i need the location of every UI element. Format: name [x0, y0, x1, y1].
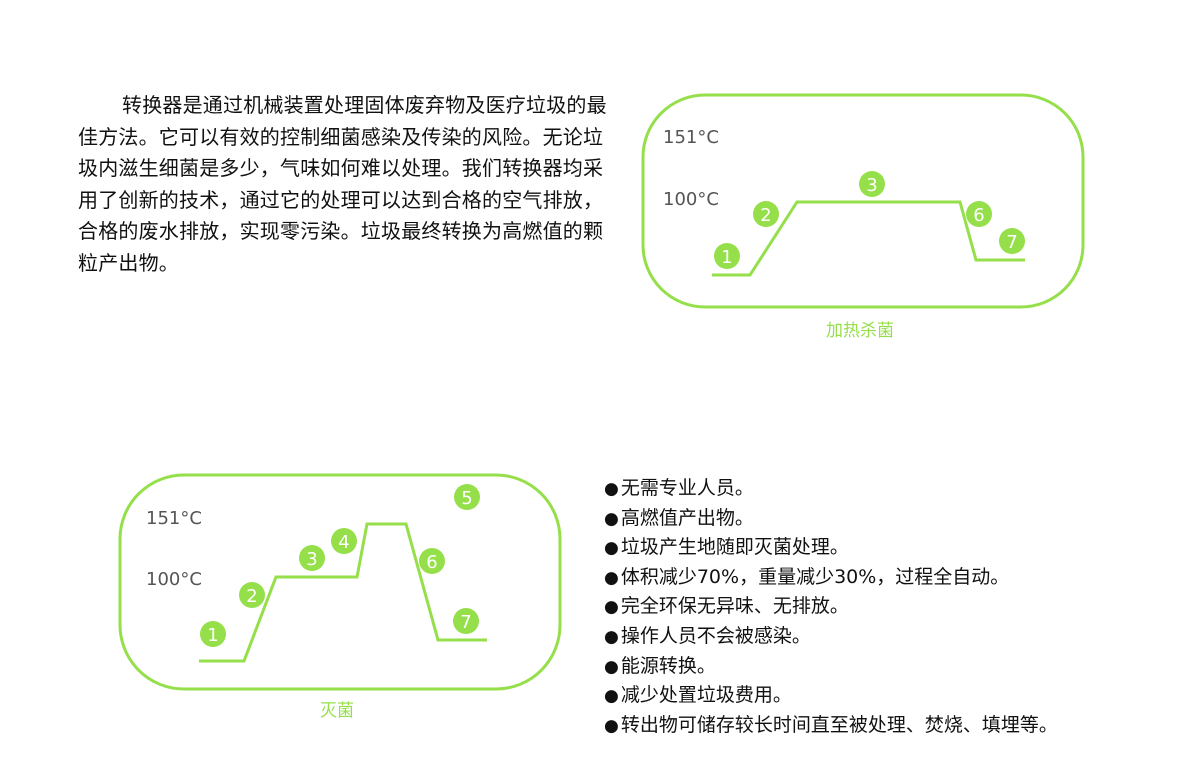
svg-text:1: 1	[721, 247, 732, 268]
svg-text:2: 2	[246, 586, 257, 607]
feature-item: ●减少处置垃圾费用。	[604, 684, 792, 707]
svg-text:5: 5	[461, 488, 472, 509]
step-marker-6: 6	[966, 201, 992, 227]
bullet-icon: ●	[604, 508, 619, 529]
step-marker-7: 7	[999, 228, 1025, 254]
svg-text:1: 1	[207, 625, 218, 646]
svg-text:7: 7	[460, 612, 471, 633]
temp-label-151: 151°C	[663, 127, 719, 148]
step-marker-1: 1	[200, 621, 226, 647]
svg-text:3: 3	[866, 175, 877, 196]
diagram-frame	[118, 473, 562, 691]
svg-text:6: 6	[973, 205, 984, 226]
heat-sterilization-diagram: 151°C 100°C 1 2 3 6 7	[641, 93, 1085, 309]
feature-item: ●体积减少70%，重量减少30%，过程全自动。	[604, 565, 1010, 588]
feature-list: ●无需专业人员。 ●高燃值产出物。 ●垃圾产生地随即灭菌处理。 ●体积减少70%…	[604, 474, 1058, 740]
svg-text:7: 7	[1006, 232, 1017, 253]
temperature-curve	[712, 200, 1025, 277]
bullet-icon: ●	[604, 686, 619, 707]
temp-label-100: 100°C	[146, 569, 202, 590]
step-marker-1: 1	[714, 243, 740, 269]
svg-text:3: 3	[306, 549, 317, 570]
svg-text:6: 6	[426, 552, 437, 573]
step-marker-2: 2	[239, 582, 265, 608]
feature-item: ●垃圾产生地随即灭菌处理。	[604, 536, 849, 559]
sterilization-caption: 灭菌	[320, 701, 354, 721]
step-marker-3: 3	[859, 171, 885, 197]
svg-text:4: 4	[338, 532, 349, 553]
step-marker-7: 7	[453, 608, 479, 634]
step-marker-6: 6	[419, 548, 445, 574]
intro-paragraph: 转换器是通过机械装置处理固体废弃物及医疗垃圾的最佳方法。它可以有效的控制细菌感染…	[78, 93, 607, 275]
bullet-icon: ●	[604, 626, 619, 647]
heat-sterilization-caption: 加热杀菌	[826, 321, 894, 341]
feature-item: ●操作人员不会被感染。	[604, 624, 811, 647]
bullet-icon: ●	[604, 715, 619, 736]
temperature-curve	[199, 522, 487, 663]
bullet-icon: ●	[604, 597, 619, 618]
step-marker-4: 4	[331, 528, 357, 554]
step-marker-3: 3	[299, 545, 325, 571]
feature-item: ●转出物可储存较长时间直至被处理、焚烧、填埋等。	[604, 713, 1058, 736]
feature-item: ●能源转换。	[604, 654, 716, 677]
step-marker-5: 5	[454, 484, 480, 510]
feature-item: ●高燃值产出物。	[604, 506, 754, 529]
diagram-frame	[641, 93, 1085, 309]
temp-label-151: 151°C	[146, 508, 202, 529]
svg-text:2: 2	[760, 205, 771, 226]
step-marker-2: 2	[753, 201, 779, 227]
bullet-icon: ●	[604, 479, 619, 499]
feature-item: ●完全环保无异味、无排放。	[604, 595, 849, 618]
bullet-icon: ●	[604, 656, 619, 677]
feature-item: ●无需专业人员。	[604, 477, 754, 499]
bullet-icon: ●	[604, 567, 619, 588]
bullet-icon: ●	[604, 538, 619, 559]
temp-label-100: 100°C	[663, 189, 719, 210]
sterilization-diagram: 151°C 100°C 1 2 3 4 5 6 7	[118, 473, 562, 691]
